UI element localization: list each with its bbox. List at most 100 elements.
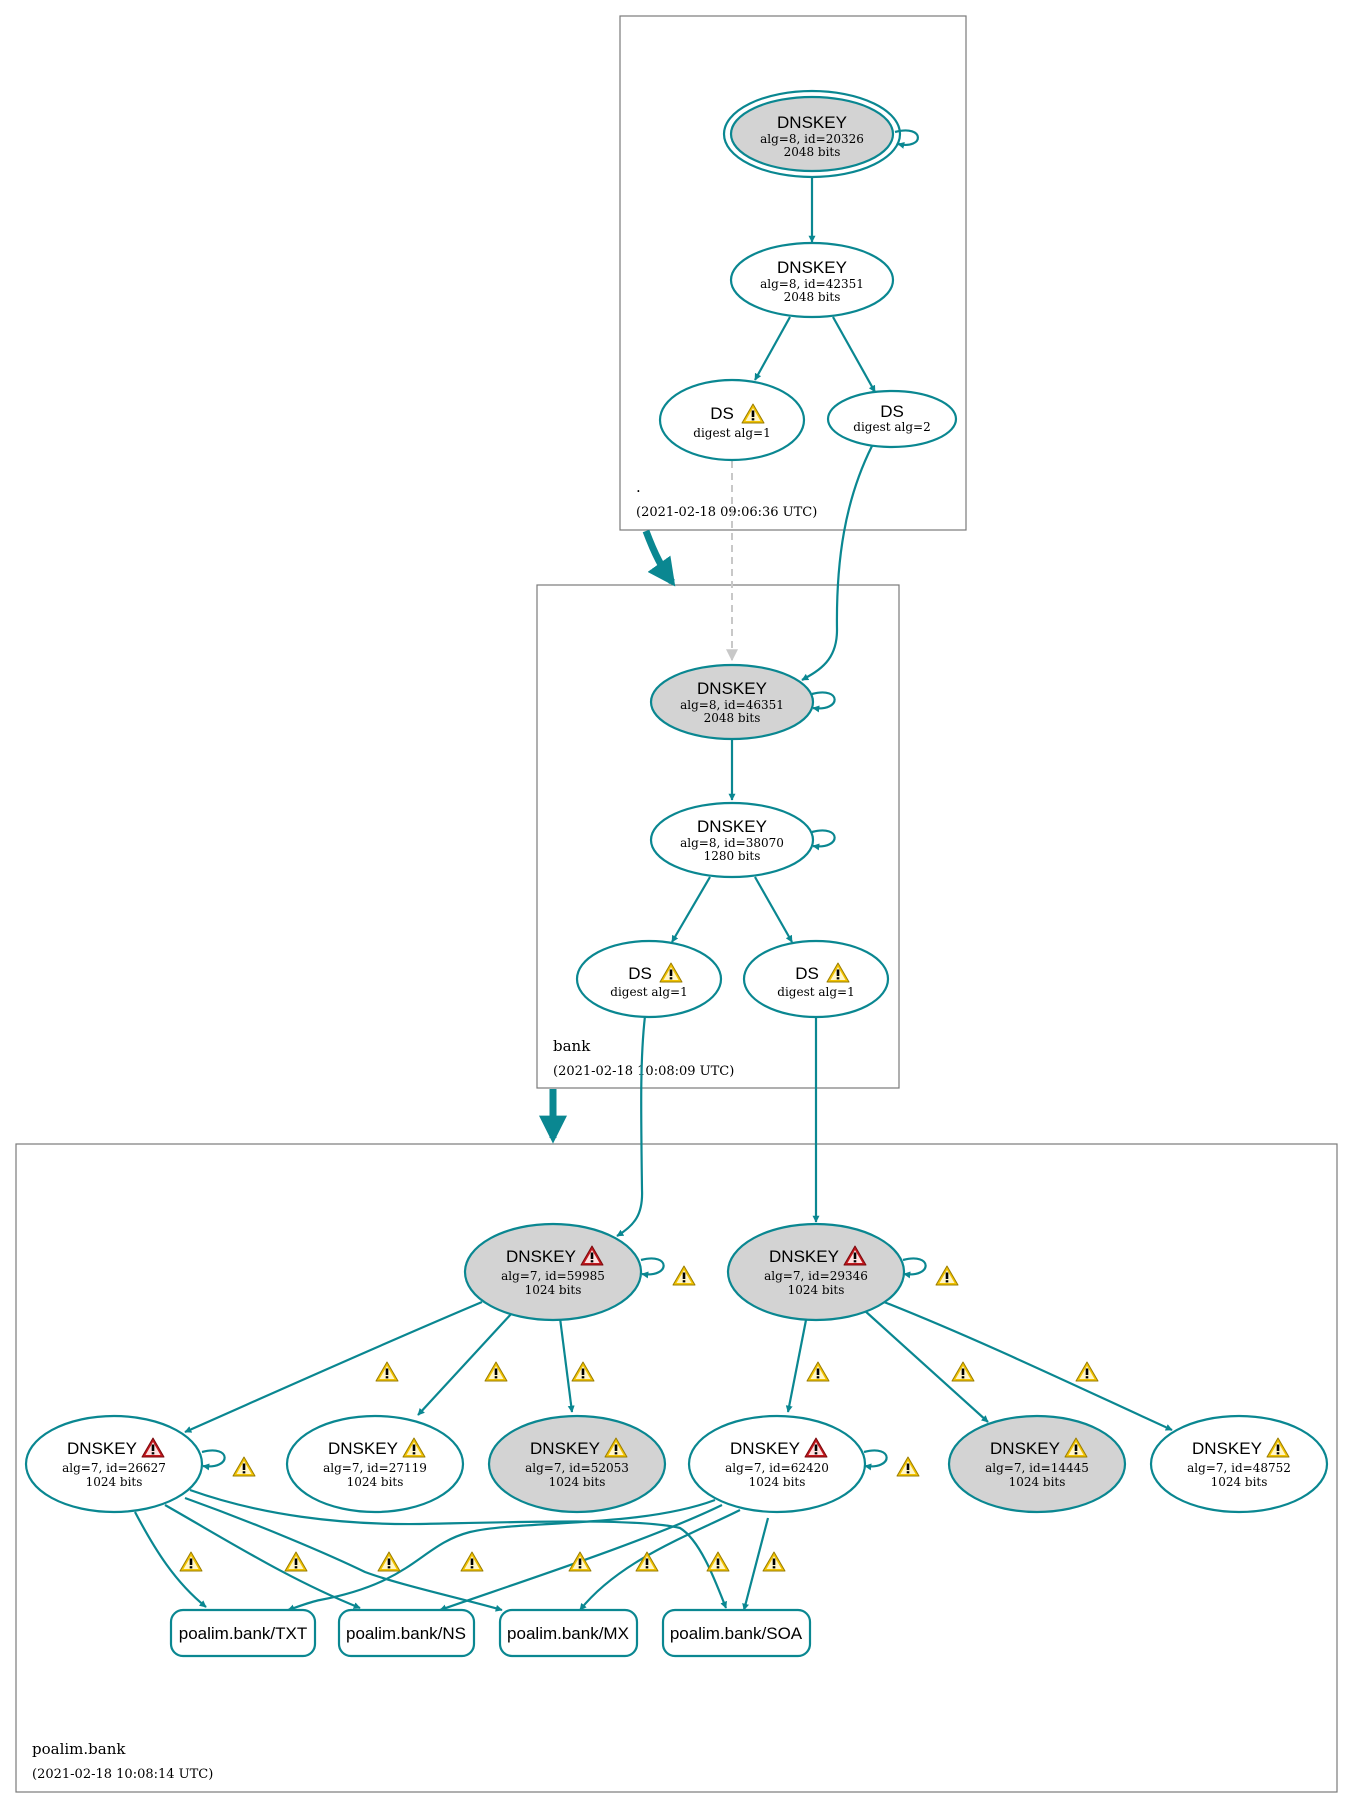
rrset-mx[interactable]: poalim.bank/MX	[498, 1608, 639, 1658]
zone-poalim: poalim.bank (2021-02-18 10:08:14 UTC)	[15, 1143, 1338, 1793]
zone-poalim-box	[15, 1143, 1338, 1793]
warning-icon	[806, 1361, 830, 1382]
edge-62420-soa	[742, 1517, 770, 1611]
rrset-label: poalim.bank/SOA	[670, 1624, 803, 1643]
node-title: DNSKEY	[506, 1247, 576, 1266]
node-dnskey-14445-shape	[947, 1414, 1127, 1514]
node-title: DNSKEY	[777, 258, 847, 277]
node-title: DS	[795, 964, 819, 983]
node-dnskey-27119[interactable]: DNSKEY alg=7, id=27119 1024 bits	[285, 1414, 465, 1514]
edge-dsa-pk-59985	[616, 1015, 647, 1237]
node-params: alg=8, id=20326	[760, 132, 864, 146]
warning-icon	[568, 1551, 592, 1572]
node-title: DNSKEY	[530, 1439, 600, 1458]
node-params: alg=7, id=52053	[525, 1461, 629, 1475]
self-loop-bank-ksk	[811, 691, 836, 713]
edge-29346-62420	[785, 1319, 808, 1413]
node-root-zsk[interactable]: DNSKEY alg=8, id=42351 2048 bits	[729, 241, 895, 319]
warning-icon	[706, 1551, 730, 1572]
warning-icon	[951, 1361, 975, 1382]
node-root-ds-2[interactable]: DS digest alg=2	[826, 389, 958, 449]
node-dnskey-59985[interactable]: DNSKEY alg=7, id=59985 1024 bits	[463, 1222, 643, 1322]
warning-icon	[1075, 1361, 1099, 1382]
node-size: 1024 bits	[525, 1283, 582, 1297]
node-dnskey-29346[interactable]: DNSKEY alg=7, id=29346 1024 bits	[726, 1222, 906, 1322]
node-params: alg=7, id=14445	[985, 1461, 1089, 1475]
node-title: DNSKEY	[67, 1439, 137, 1458]
node-dnskey-48752-shape	[1149, 1414, 1329, 1514]
zone-bank-date: (2021-02-18 10:08:09 UTC)	[553, 1064, 734, 1079]
edge-root-zsk-ds2	[832, 316, 876, 393]
node-params: alg=7, id=48752	[1187, 1461, 1291, 1475]
self-loop-root-ksk	[894, 129, 919, 149]
node-params: alg=8, id=46351	[680, 698, 784, 712]
node-title: DNSKEY	[777, 113, 847, 132]
self-loop-pk-29346	[902, 1257, 927, 1279]
node-size: 1024 bits	[788, 1283, 845, 1297]
node-dnskey-26627[interactable]: DNSKEY alg=7, id=26627 1024 bits	[24, 1414, 204, 1514]
node-title: DNSKEY	[697, 679, 767, 698]
node-params: alg=8, id=38070	[680, 836, 784, 850]
edge-26627-soa	[189, 1488, 728, 1609]
zone-bank-box	[536, 584, 900, 1089]
zone-root-label: .	[636, 478, 641, 496]
node-title: DS	[628, 964, 652, 983]
node-title: DNSKEY	[769, 1247, 839, 1266]
node-title: DS	[710, 404, 734, 423]
warning-icon	[375, 1361, 399, 1382]
node-root-ksk-inner	[729, 95, 895, 173]
node-bank-ds-b[interactable]: DS digest alg=1	[742, 939, 890, 1019]
warning-icon	[377, 1551, 401, 1572]
node-size: 1024 bits	[86, 1475, 143, 1489]
rrset-txt[interactable]: poalim.bank/TXT	[169, 1608, 317, 1658]
zone-bank: bank (2021-02-18 10:08:09 UTC)	[536, 584, 900, 1089]
node-digest: digest alg=1	[693, 426, 770, 440]
rrset-txt-box	[169, 1608, 317, 1658]
node-root-ds-1-shape	[658, 378, 806, 462]
self-loop-pk-62420	[863, 1449, 888, 1471]
zone-poalim-date: (2021-02-18 10:08:14 UTC)	[32, 1767, 213, 1782]
delegation-arrow-root-bank	[642, 529, 676, 587]
node-size: 1280 bits	[704, 849, 761, 863]
node-bank-zsk[interactable]: DNSKEY alg=8, id=38070 1280 bits	[649, 801, 815, 879]
node-dnskey-59985-shape	[463, 1222, 643, 1322]
zone-root-box	[619, 15, 967, 531]
zone-poalim-label: poalim.bank	[32, 1740, 126, 1758]
rrset-label: poalim.bank/TXT	[179, 1624, 308, 1643]
node-size: 1024 bits	[1009, 1475, 1066, 1489]
node-bank-ksk[interactable]: DNSKEY alg=8, id=46351 2048 bits	[649, 663, 815, 741]
node-title: DNSKEY	[1192, 1439, 1262, 1458]
edge-59985-52053	[558, 1317, 575, 1413]
warning-icon	[672, 1265, 696, 1286]
edge-62420-mx	[579, 1509, 741, 1611]
node-dnskey-48752[interactable]: DNSKEY alg=7, id=48752 1024 bits	[1149, 1414, 1329, 1514]
node-title: DNSKEY	[697, 817, 767, 836]
node-bank-ds-a[interactable]: DS digest alg=1	[575, 939, 723, 1019]
node-dnskey-52053[interactable]: DNSKEY alg=7, id=52053 1024 bits	[487, 1414, 667, 1514]
rrset-label: poalim.bank/NS	[346, 1624, 466, 1643]
edge-59985-26627	[184, 1300, 483, 1434]
node-params: alg=7, id=26627	[62, 1461, 166, 1475]
node-root-ksk[interactable]: DNSKEY alg=8, id=20326 2048 bits	[722, 89, 902, 179]
node-dnskey-14445[interactable]: DNSKEY alg=7, id=14445 1024 bits	[947, 1414, 1127, 1514]
node-dnskey-26627-shape	[24, 1414, 204, 1514]
node-dnskey-62420[interactable]: DNSKEY alg=7, id=62420 1024 bits	[687, 1414, 867, 1514]
edge-bank-zsk-dsb	[754, 876, 793, 943]
node-bank-ds-a-shape	[575, 939, 723, 1019]
node-root-ds-1[interactable]: DS digest alg=1	[658, 378, 806, 462]
edge-26627-mx	[184, 1496, 503, 1612]
node-bank-ds-b-shape	[742, 939, 890, 1019]
self-loop-pk-26627	[201, 1449, 226, 1471]
rrset-soa[interactable]: poalim.bank/SOA	[661, 1608, 812, 1658]
edge-root-zsk-ds1	[754, 316, 791, 381]
edge-bank-zsk-dsa	[671, 876, 711, 943]
rrset-ns[interactable]: poalim.bank/NS	[337, 1608, 476, 1658]
node-dnskey-62420-shape	[687, 1414, 867, 1514]
warning-icon	[762, 1551, 786, 1572]
warning-icon	[571, 1361, 595, 1382]
node-bank-ksk-shape	[649, 663, 815, 741]
node-size: 2048 bits	[784, 145, 841, 159]
node-dnskey-29346-shape	[726, 1222, 906, 1322]
edge-62420-txt	[287, 1498, 716, 1612]
